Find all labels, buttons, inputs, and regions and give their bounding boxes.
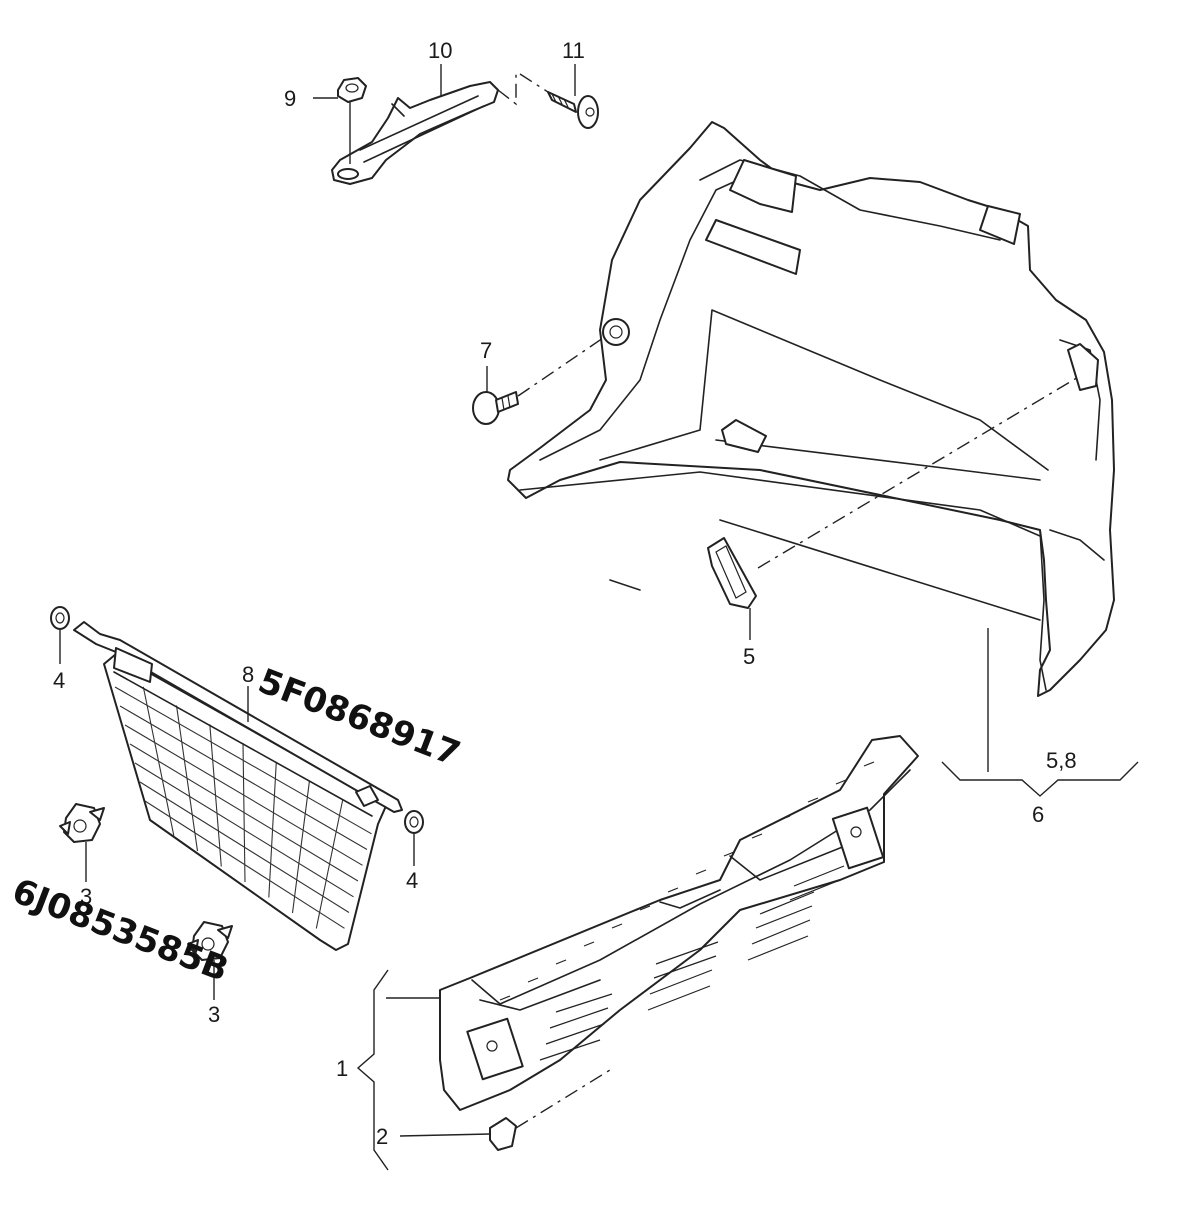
leader-lines	[59, 64, 1139, 1171]
side-trim-panel-6	[507, 121, 1115, 697]
callout-9: 9	[284, 86, 296, 111]
clip-2	[489, 1069, 611, 1151]
sill-panel-1	[439, 735, 919, 1111]
callout-3-upper: 3	[80, 884, 92, 909]
clip-3-lower	[187, 921, 233, 961]
sill-symbol-left	[466, 1017, 524, 1081]
clip-3-upper	[59, 803, 105, 843]
end-cap-4-right	[404, 810, 424, 834]
callout-6: 6	[1032, 802, 1044, 827]
bracket-hole	[337, 168, 359, 180]
callout-8: 8	[242, 662, 254, 687]
bracket-assembly	[331, 72, 599, 185]
clip-7	[472, 335, 607, 425]
clip-hole	[602, 318, 630, 346]
nut-9	[337, 77, 367, 103]
callout-5: 5	[743, 644, 755, 669]
callout-3-lower: 3	[208, 1002, 220, 1027]
grommet-5	[707, 375, 1081, 609]
callout-2: 2	[376, 1124, 388, 1149]
screw-11	[519, 73, 599, 129]
luggage-net-8	[50, 606, 424, 951]
callout-5-8: 5,8	[1046, 748, 1077, 773]
callout-7: 7	[480, 338, 492, 363]
bracket-10	[331, 81, 499, 185]
end-cap-4-left	[50, 606, 70, 630]
callout-4-left: 4	[53, 668, 65, 693]
callout-10: 10	[428, 38, 452, 63]
sill-symbol-right	[831, 806, 885, 870]
callout-4-right: 4	[406, 868, 418, 893]
callout-1: 1	[336, 1056, 348, 1081]
net-mesh	[114, 686, 372, 929]
callout-11: 11	[562, 38, 585, 63]
